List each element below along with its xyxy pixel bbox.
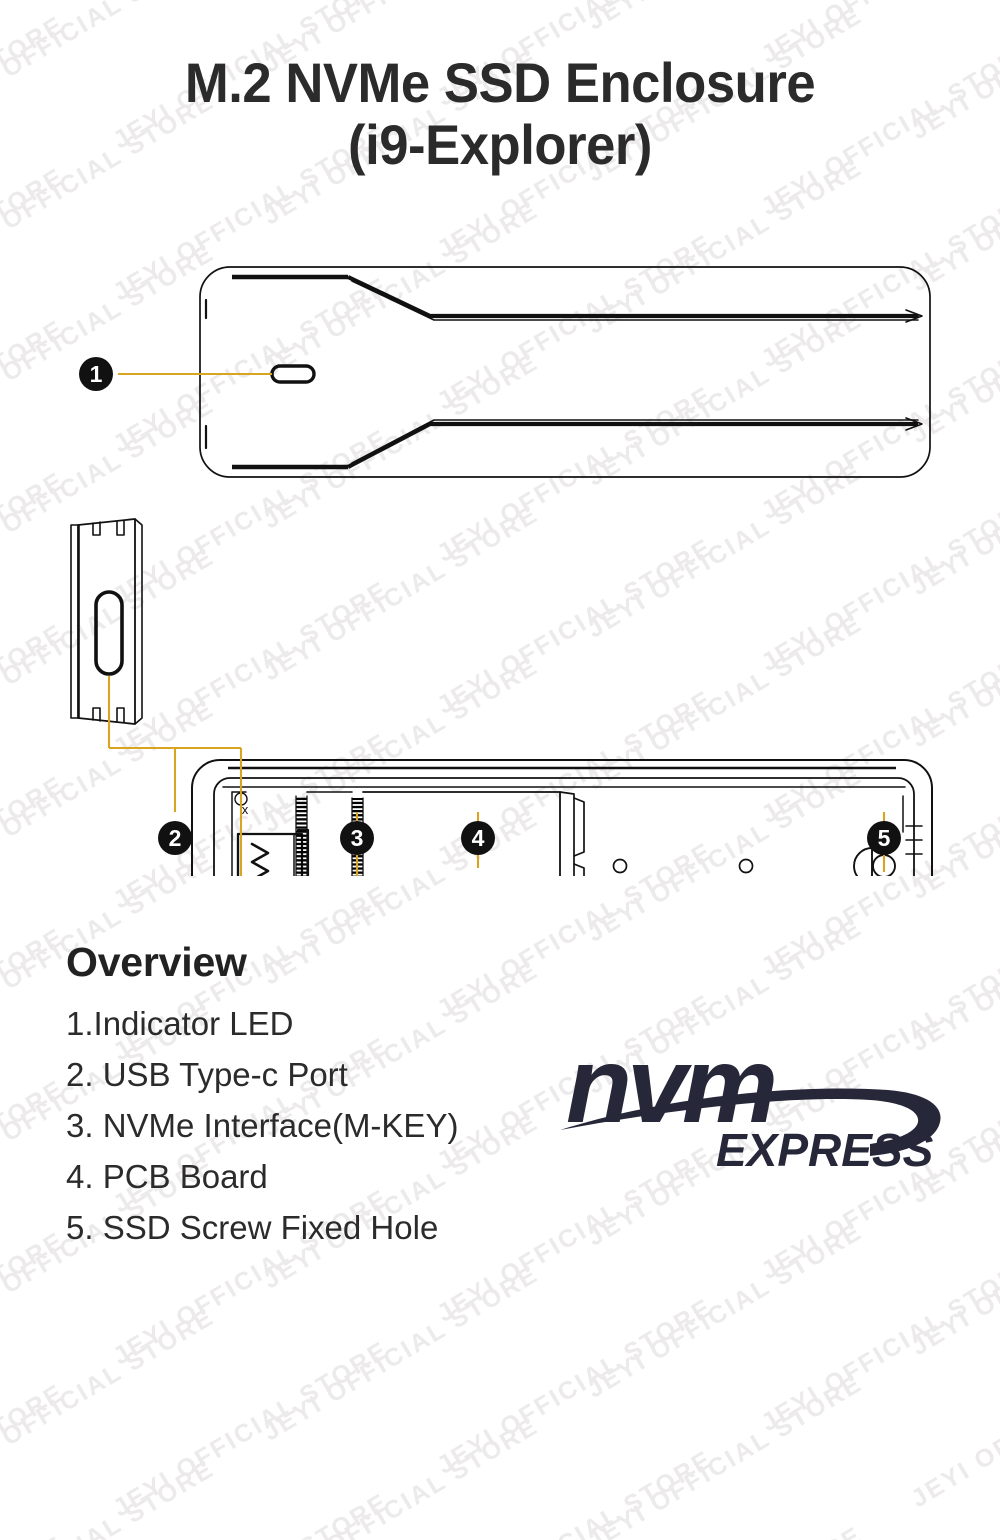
logo-swoosh — [560, 1088, 941, 1156]
mark-x-top: x — [242, 802, 249, 817]
enclosure-end-cap-view — [70, 518, 143, 725]
enclosure-bottom-view: x x — [191, 759, 933, 876]
overview-item-3: 3. NVMe Interface(M-KEY) — [66, 1107, 459, 1144]
top-shell-outline — [199, 266, 931, 478]
product-infographic-page: M.2 NVMe SSD Enclosure (i9-Explorer) — [0, 52, 1000, 1253]
callout-badge-1-label: 1 — [90, 361, 103, 387]
logo-subtext: EXPRESS — [716, 1124, 934, 1176]
callout-badge-4: 4 — [461, 821, 495, 855]
connector-spring-symbol — [250, 842, 270, 876]
page-title: M.2 NVMe SSD Enclosure (i9-Explorer) — [0, 52, 1000, 176]
usb-c-port-endcap — [94, 590, 124, 676]
pcb-board — [362, 791, 585, 876]
overview-heading: Overview — [66, 939, 247, 985]
callout-badge-2: 2 — [158, 821, 192, 855]
overview-item-1: 1.Indicator LED — [66, 1005, 294, 1042]
nvme-express-logo: nvm EXPRESS — [560, 1024, 941, 1176]
callout-badge-4-label: 4 — [472, 825, 485, 851]
logo-wordmark: nvm — [566, 1024, 774, 1145]
callout-leader-lines — [107, 372, 886, 876]
title-line-2: (i9-Explorer) — [348, 113, 652, 176]
callout-badge-1: 1 — [79, 357, 113, 391]
bottom-shell-outline — [191, 759, 933, 876]
title-line-1: M.2 NVMe SSD Enclosure — [184, 51, 816, 114]
callout-badges: 1 2 3 4 5 — [79, 357, 901, 855]
inner-tray-outline — [213, 777, 915, 876]
overview-item-2: 2. USB Type-c Port — [66, 1056, 348, 1093]
overview-item-5: 5. SSD Screw Fixed Hole — [66, 1209, 439, 1246]
callout-badge-3: 3 — [340, 821, 374, 855]
callout-badge-5-label: 5 — [878, 825, 891, 851]
indicator-led-slot — [270, 364, 316, 384]
overview-section: Overview 1.Indicator LED 2. USB Type-c P… — [66, 938, 586, 1253]
screw-hole-mid-2 — [738, 858, 754, 874]
enclosure-top-view — [199, 266, 931, 478]
callout-badge-3-label: 3 — [351, 825, 364, 851]
callout-badge-5: 5 — [867, 821, 901, 855]
screw-hole-mid-1 — [612, 858, 628, 874]
overview-item-4: 4. PCB Board — [66, 1158, 268, 1195]
product-technical-drawing: x x — [70, 266, 933, 876]
callout-badge-2-label: 2 — [169, 825, 182, 851]
